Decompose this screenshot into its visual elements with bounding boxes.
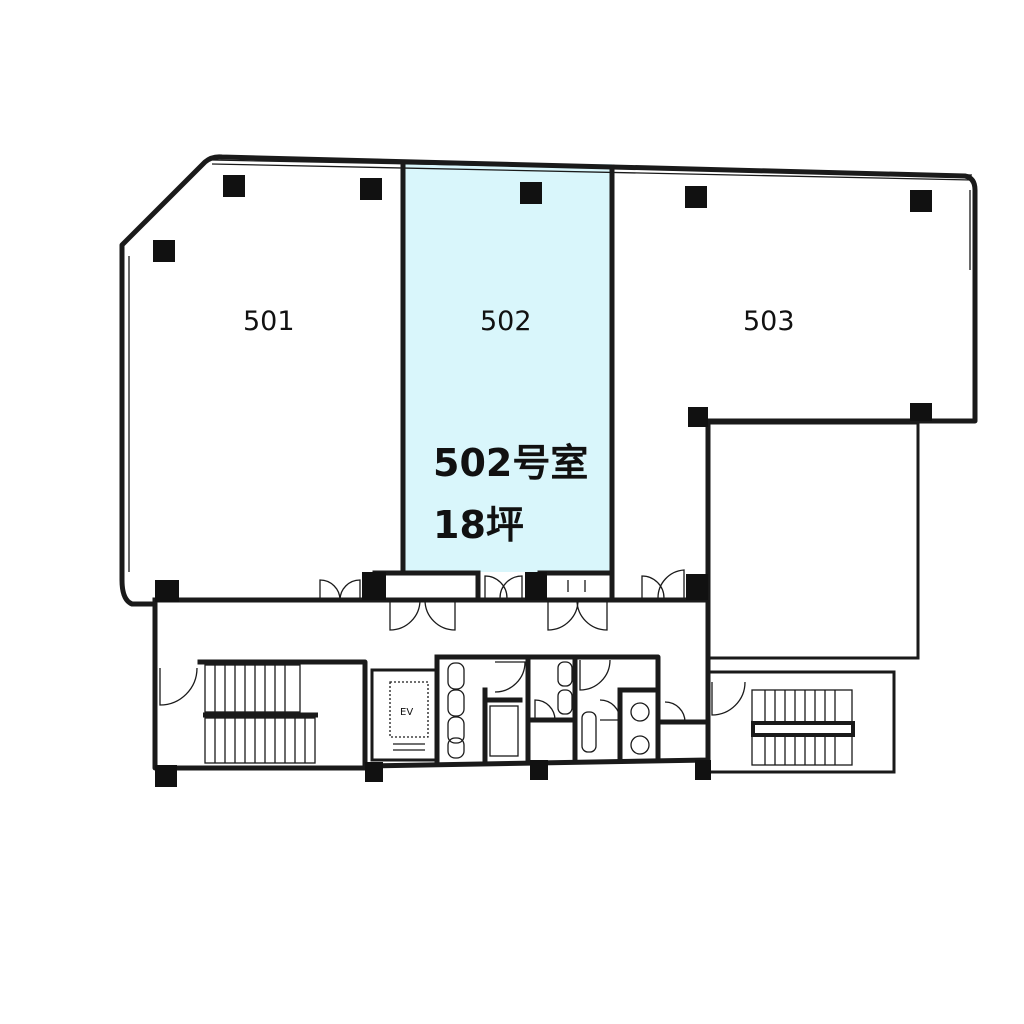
elevator-label: EV	[400, 707, 413, 718]
stair-east	[751, 689, 855, 766]
room-label-502[interactable]: 502	[480, 306, 532, 337]
highlight-room-number: 502号室	[433, 441, 588, 485]
exterior-walls	[119, 154, 978, 607]
stair-west	[203, 664, 318, 764]
core-walls	[152, 597, 896, 774]
doors	[159, 569, 746, 723]
highlight-area: 18坪	[433, 503, 524, 547]
unit-502-highlight[interactable]	[404, 164, 612, 572]
room-label-503[interactable]: 503	[743, 306, 795, 337]
elevator: EV	[389, 681, 429, 751]
columns	[153, 175, 932, 787]
toilet-fixtures	[447, 661, 650, 759]
room-label-501[interactable]: 501	[243, 306, 295, 337]
east-block	[706, 421, 920, 660]
